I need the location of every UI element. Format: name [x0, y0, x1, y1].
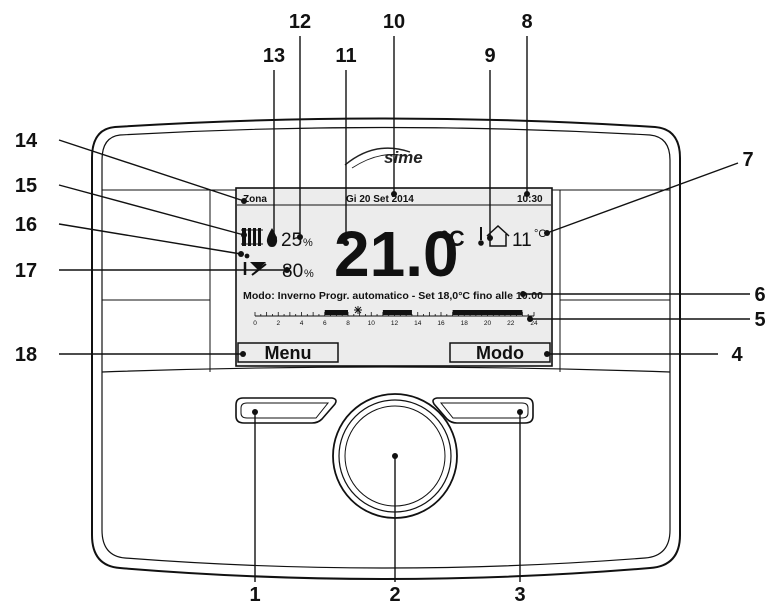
timeline-tick-label: 2	[276, 320, 280, 327]
timeline-tick-label: 24	[530, 320, 538, 327]
menu-softkey: Menu	[237, 342, 339, 363]
humidity-value: 25	[281, 230, 302, 251]
timeline-tick-label: 20	[484, 320, 492, 327]
sun-icon	[354, 306, 362, 314]
left-softkey-button-inner	[240, 402, 330, 419]
modulation-unit: %	[304, 268, 314, 280]
timeline-on-period	[324, 310, 348, 315]
callout-2: 2	[389, 584, 400, 606]
right-softkey-button[interactable]	[432, 397, 534, 424]
time-display: 10:30	[517, 194, 543, 205]
callout-5: 5	[754, 309, 765, 331]
timeline-tick-label: 22	[507, 320, 515, 327]
main-temperature: 21.0	[334, 218, 459, 290]
callout-6: 6	[754, 284, 765, 306]
timeline-tick-label: 18	[461, 320, 469, 327]
timeline-tick-label: 8	[346, 320, 350, 327]
callout-lines	[58, 36, 750, 582]
callout-1: 1	[249, 584, 260, 606]
callout-14: 14	[15, 130, 38, 152]
mode-label: Modo	[476, 343, 524, 363]
timeline-tick-label: 6	[323, 320, 327, 327]
zone-label: Zona	[243, 194, 267, 205]
humidity-unit: %	[303, 237, 313, 249]
lcd-screen: Zona Gi 20 Set 2014 10:30 25 % 80 % 21.0…	[235, 187, 553, 367]
brand-text: sime	[384, 148, 423, 167]
callout-16: 16	[15, 214, 37, 236]
main-temperature-unit: °C	[440, 226, 465, 251]
date-display: Gi 20 Set 2014	[346, 194, 414, 205]
outdoor-temperature-value: 11	[512, 230, 532, 251]
timeline-tick-label: 0	[253, 320, 257, 327]
timeline-tick-label: 16	[437, 320, 445, 327]
timeline-on-period	[452, 310, 523, 315]
callout-11: 11	[335, 45, 356, 67]
mode-softkey: Modo	[449, 342, 551, 363]
callout-15: 15	[15, 175, 37, 197]
callout-13: 13	[263, 45, 285, 67]
flame-icon	[243, 253, 267, 276]
callout-8: 8	[521, 11, 532, 33]
callout-4: 4	[731, 344, 743, 366]
left-softkey-button[interactable]	[235, 397, 337, 424]
callout-10: 10	[383, 11, 405, 33]
callout-9: 9	[484, 45, 495, 67]
timeline-on-period	[382, 310, 412, 315]
outdoor-temperature-unit: °C	[534, 228, 546, 240]
timeline-tick-label: 10	[368, 320, 376, 327]
callout-18: 18	[15, 344, 37, 366]
callout-12: 12	[289, 11, 311, 33]
timeline-tick-label: 4	[300, 320, 304, 327]
callout-17: 17	[15, 260, 37, 282]
status-line: Modo: Inverno Progr. automatico - Set 18…	[243, 291, 543, 302]
timeline-tick-label: 12	[391, 320, 399, 327]
modulation-value: 80	[282, 261, 303, 282]
callout-numbers: 1 2 3 4 5 6 7 8 9 10 11 12 13 14 15 16 1…	[15, 11, 766, 606]
timeline-tick-label: 14	[414, 320, 422, 327]
callout-7: 7	[742, 149, 753, 171]
outdoor-thermometer-icon	[478, 227, 484, 246]
menu-label: Menu	[265, 343, 312, 363]
right-softkey-button-inner	[439, 402, 529, 419]
callout-3: 3	[514, 584, 525, 606]
